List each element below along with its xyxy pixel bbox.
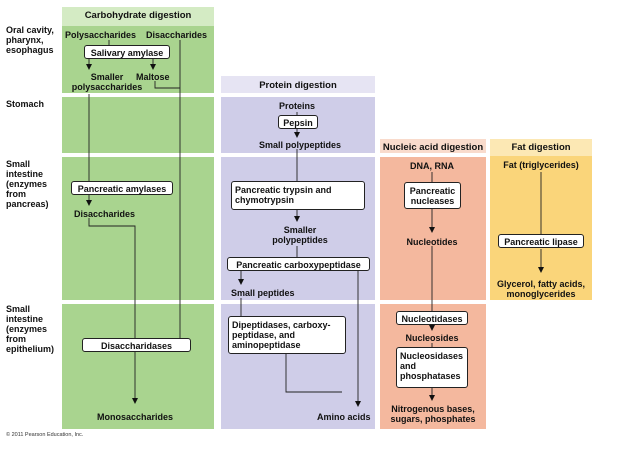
- polysaccharides-label: Polysaccharides: [65, 30, 137, 40]
- region-small-intestine-epithelium: Small intestine (enzymes from epithelium…: [6, 304, 55, 354]
- trypsin-chymotrypsin-box: Pancreatic trypsin and chymotrypsin: [231, 181, 365, 210]
- copyright: © 2011 Pearson Education, Inc.: [6, 432, 84, 438]
- amino-acids-label: Amino acids: [317, 412, 371, 422]
- carboxypeptidase-box: Pancreatic carboxypeptidase: [227, 257, 370, 271]
- maltose-label: Maltose: [136, 72, 170, 82]
- nucleic-header-bg: [380, 139, 486, 156]
- disaccharides-top-label: Disaccharides: [146, 30, 208, 40]
- separator-epithelium: [62, 300, 486, 304]
- small-peptides-label: Small peptides: [231, 288, 295, 298]
- disaccharidases-box: Disaccharidases: [82, 338, 191, 352]
- disaccharides-mid-label: Disaccharides: [74, 209, 136, 219]
- nucleosidases-phosphatases-box: Nucleosidases and phosphatases: [396, 347, 468, 388]
- nucleotidases-box: Nucleotidases: [396, 311, 468, 325]
- nucleic-products-label: Nitrogenous bases, sugars, phosphates: [390, 404, 476, 424]
- fat-header: Fat digestion: [511, 142, 571, 153]
- fat-triglycerides-label: Fat (triglycerides): [503, 160, 579, 170]
- separator-pancreas: [62, 153, 486, 157]
- fat-products-label: Glycerol, fatty acids, monoglycerides: [496, 279, 586, 299]
- region-small-intestine-pancreas: Small intestine (enzymes from pancreas): [6, 159, 49, 209]
- carb-header: Carbohydrate digestion: [84, 10, 192, 21]
- pancreatic-lipase-box: Pancreatic lipase: [498, 234, 584, 248]
- region-oral: Oral cavity, pharynx, esophagus: [6, 25, 54, 55]
- dna-rna-label: DNA, RNA: [410, 161, 454, 171]
- fat-header-bg: [490, 139, 592, 156]
- pepsin-box: Pepsin: [278, 115, 318, 129]
- nucleic-header: Nucleic acid digestion: [382, 142, 484, 153]
- smaller-polysaccharides-label: Smaller polysaccharides: [71, 72, 143, 92]
- monosaccharides-label: Monosaccharides: [96, 412, 174, 422]
- smaller-polypeptides-label: Smaller polypeptides: [272, 225, 328, 245]
- pancreatic-amylases-box: Pancreatic amylases: [71, 181, 173, 195]
- pancreatic-nucleases-box: Pancreatic nucleases: [404, 182, 461, 209]
- small-polypeptides-label: Small polypeptides: [258, 140, 342, 150]
- dipeptidases-box: Dipeptidases, carboxy- peptidase, and am…: [228, 316, 346, 354]
- region-stomach: Stomach: [6, 99, 45, 109]
- carb-header-bg: [62, 7, 214, 26]
- protein-header: Protein digestion: [259, 80, 337, 91]
- nucleotides-label: Nucleotides: [406, 237, 458, 247]
- salivary-amylase-box: Salivary amylase: [84, 45, 170, 59]
- separator-stomach: [62, 93, 375, 97]
- protein-header-bg: [221, 76, 375, 96]
- nucleosides-label: Nucleosides: [405, 333, 459, 343]
- proteins-label: Proteins: [278, 101, 315, 111]
